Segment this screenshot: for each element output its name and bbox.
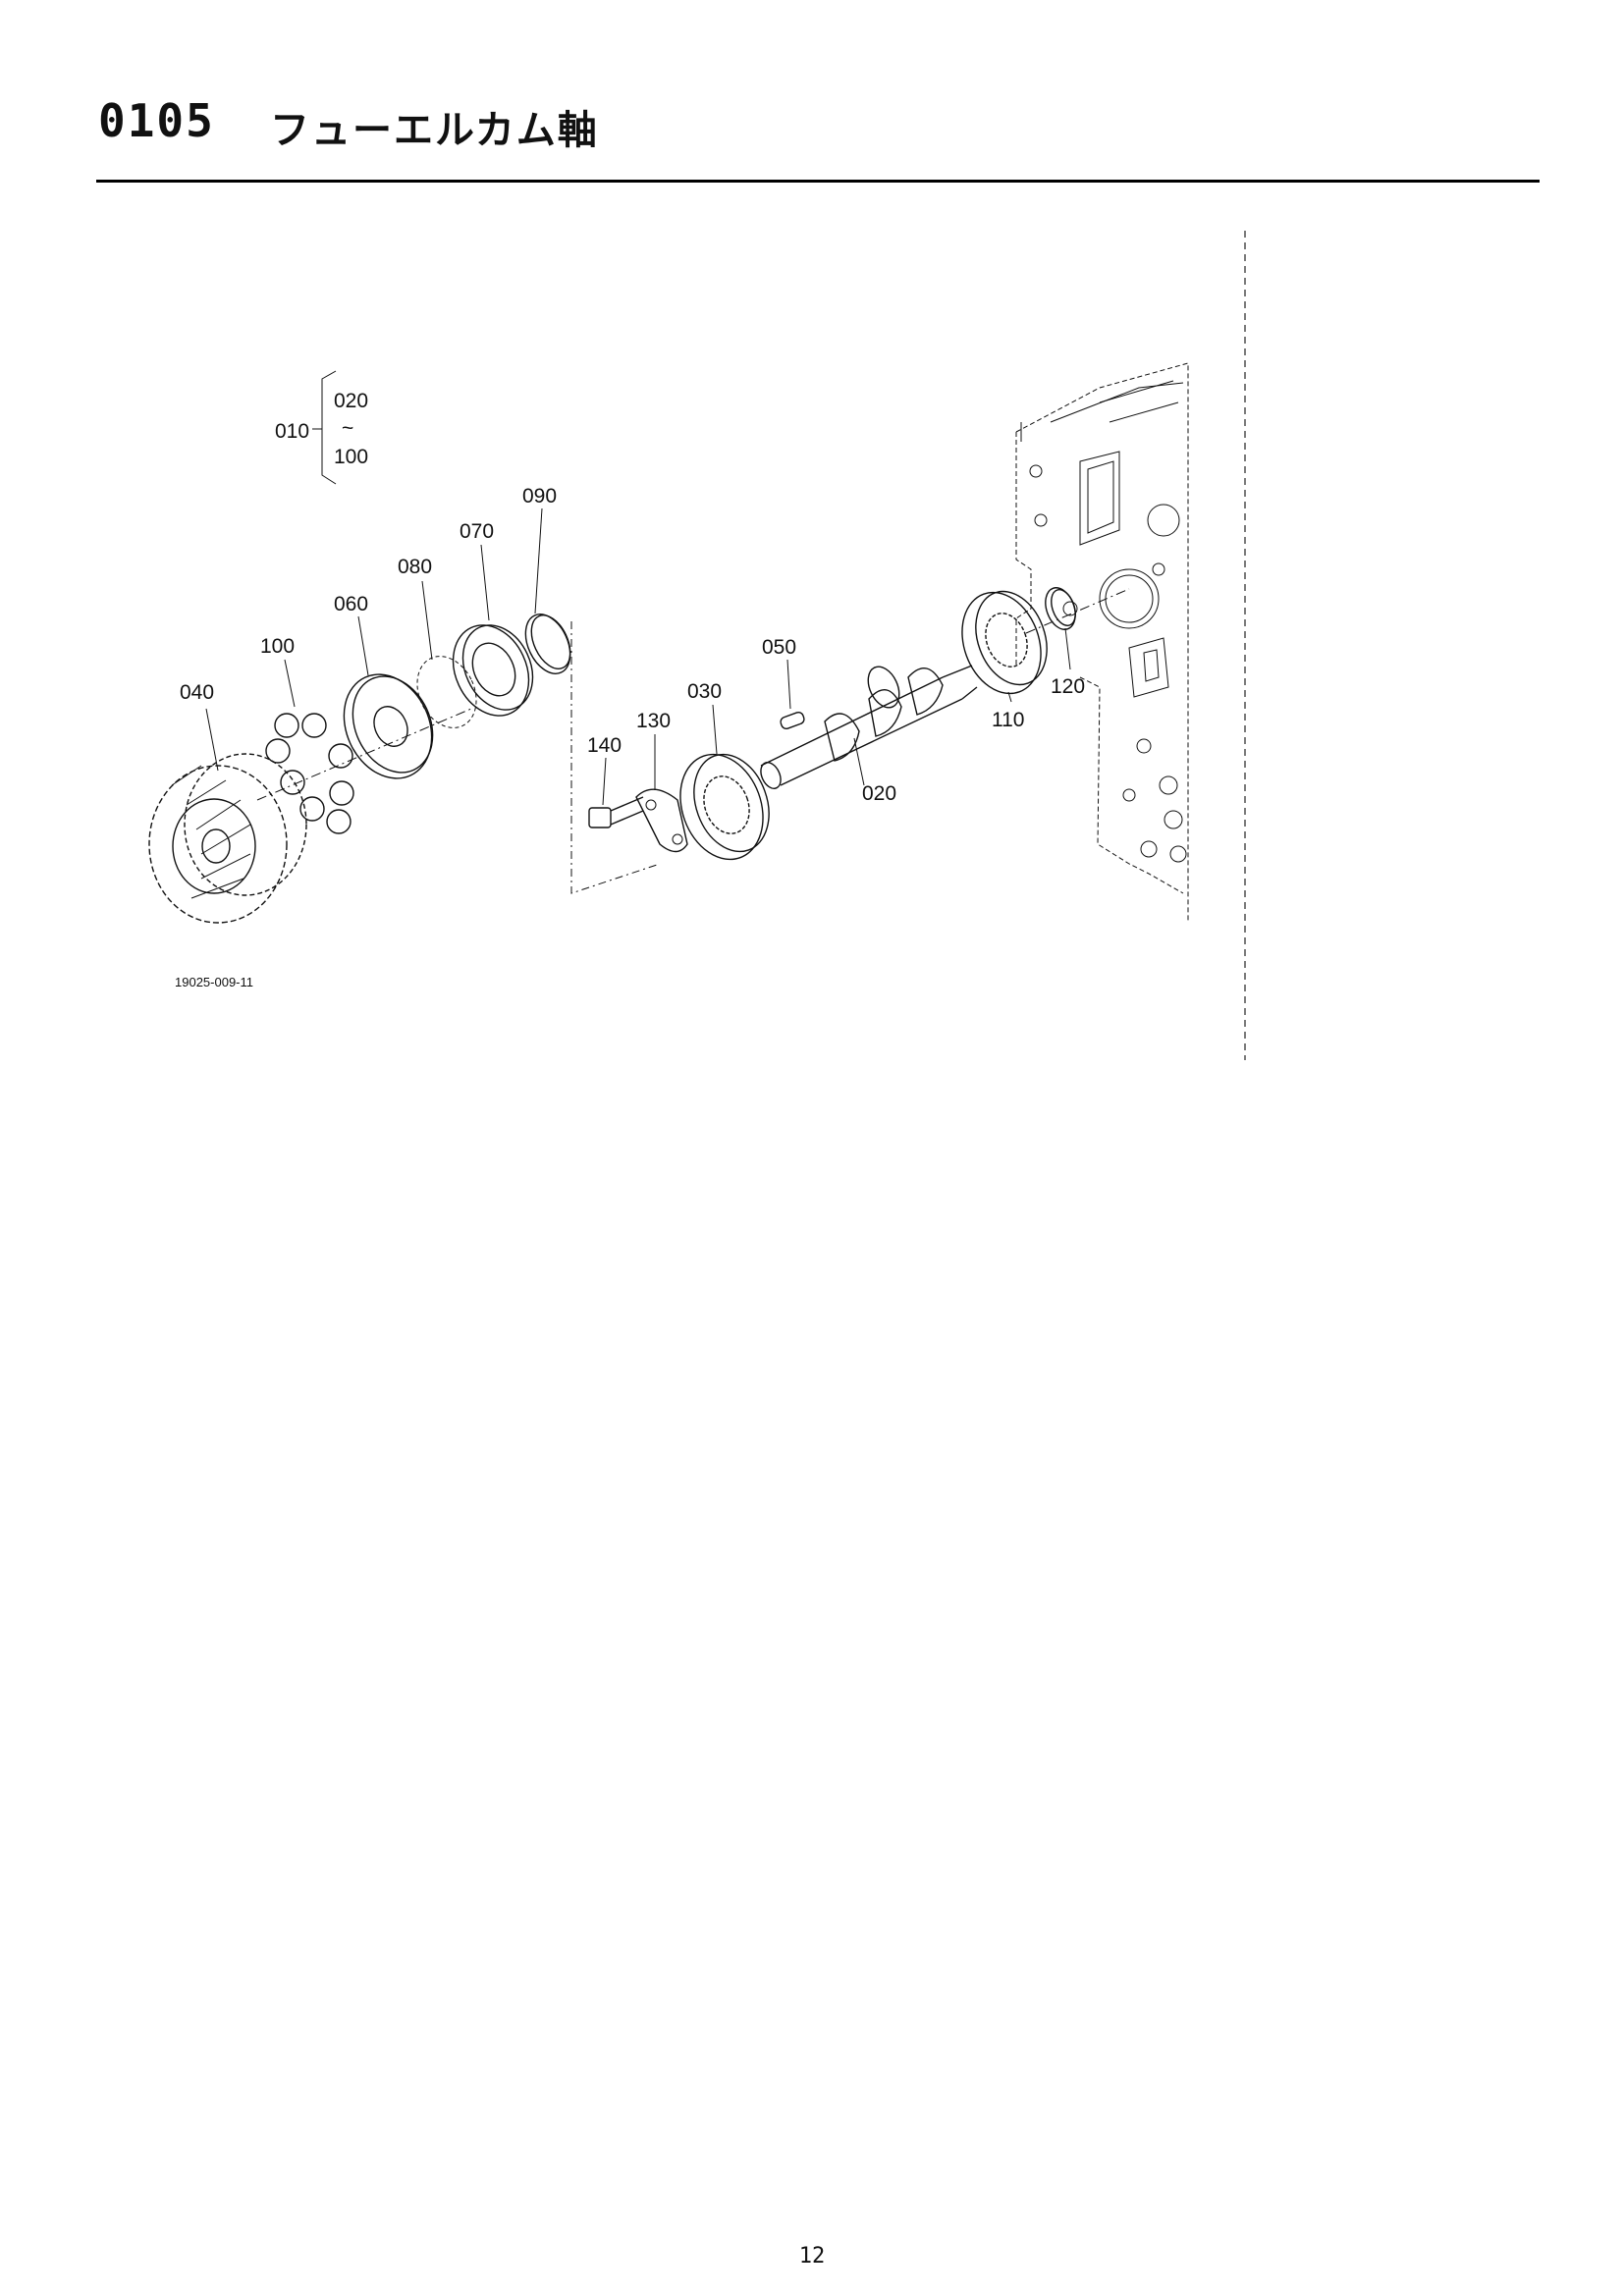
page-number: 12 (798, 2244, 826, 2269)
callout-130: 130 (636, 710, 671, 732)
thrust-washer-060 (343, 673, 434, 779)
callout-140: 140 (587, 734, 622, 757)
callout-060: 060 (334, 593, 368, 615)
exploded-parts-diagram: 010 020 ~ 100 (148, 231, 1246, 1060)
bearing-holder-130 (635, 788, 688, 853)
ball-bearing-030 (679, 753, 770, 861)
callout-120: 120 (1051, 675, 1085, 698)
header-rule (96, 180, 1540, 183)
assembly-range-tilde: ~ (342, 417, 353, 440)
snap-ring-120 (1045, 587, 1076, 630)
key-050 (780, 711, 805, 730)
callout-050: 050 (762, 636, 796, 659)
callout-040: 040 (180, 681, 214, 704)
callout-070: 070 (460, 520, 494, 543)
leader-lines (205, 507, 1071, 806)
figure-id: 19025-009-11 (175, 975, 253, 989)
assembly-bracket (312, 370, 337, 485)
section-title: フューエルカム軸 (270, 108, 599, 153)
callout-100: 100 (260, 635, 295, 658)
section-code: 0105 (98, 94, 215, 147)
ball-bearing-110 (961, 590, 1048, 695)
balls-100 (265, 713, 354, 834)
callout-030: 030 (687, 680, 722, 703)
crankcase-outline (1015, 362, 1189, 923)
snap-ring-090 (524, 614, 571, 674)
ball-retainer-080 (416, 656, 477, 728)
bearing-plate-070 (452, 624, 534, 717)
callout-090: 090 (522, 485, 557, 507)
assembly-range-start: 020 (334, 390, 368, 412)
camshaft-020 (760, 665, 978, 789)
gear-040 (148, 753, 307, 924)
callout-080: 080 (398, 556, 432, 578)
bolt-140 (588, 796, 644, 828)
callout-110: 110 (992, 709, 1024, 731)
callout-020: 020 (862, 782, 896, 805)
assembly-range-end: 100 (334, 446, 368, 468)
assembly-parent-number: 010 (275, 420, 309, 443)
